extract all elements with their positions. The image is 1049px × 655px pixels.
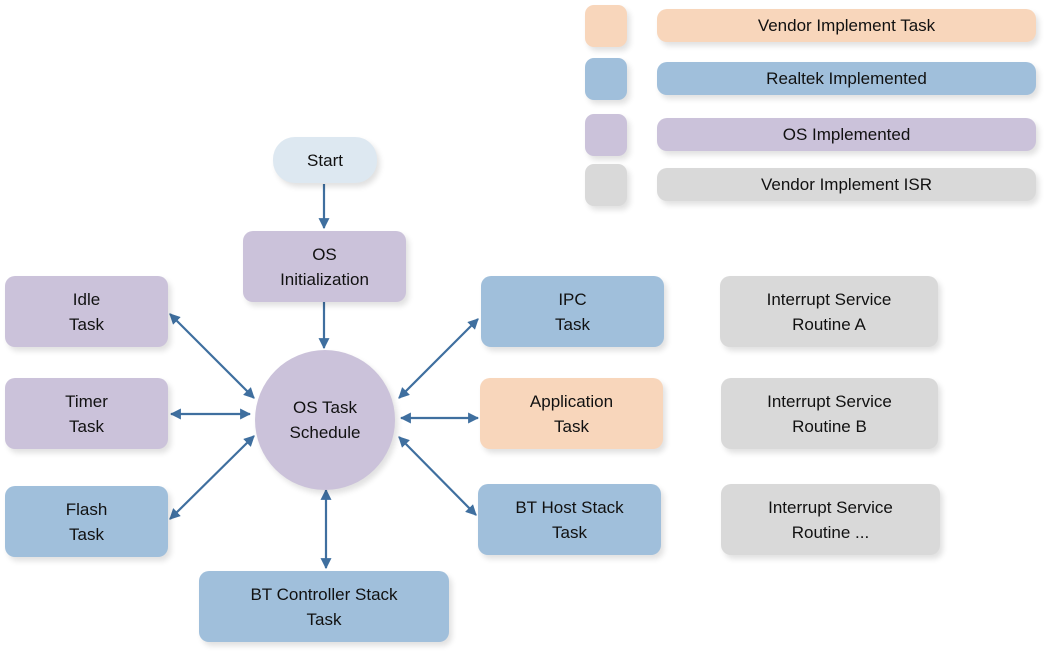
- node-start: Start: [273, 137, 377, 183]
- legend-label-os: OS Implemented: [657, 118, 1036, 151]
- legend-swatch-realtek: [585, 58, 627, 100]
- node-flash-task: Flash Task: [5, 486, 168, 557]
- node-isr-more: Interrupt Service Routine ...: [721, 484, 940, 555]
- node-timer-task: Timer Task: [5, 378, 168, 449]
- legend-label-realtek: Realtek Implemented: [657, 62, 1036, 95]
- legend-label-isr: Vendor Implement ISR: [657, 168, 1036, 201]
- node-bt-host-stack-task: BT Host Stack Task: [478, 484, 661, 555]
- node-ipc-task: IPC Task: [481, 276, 664, 347]
- node-os-initialization: OS Initialization: [243, 231, 406, 302]
- node-idle-task: Idle Task: [5, 276, 168, 347]
- node-bt-controller-stack-task: BT Controller Stack Task: [199, 571, 449, 642]
- legend-swatch-vendor-task: [585, 5, 627, 47]
- legend-swatch-isr: [585, 164, 627, 206]
- edge-scheduler-idle: [169, 313, 255, 399]
- edge-scheduler-flash: [169, 435, 255, 520]
- node-isr-b: Interrupt Service Routine B: [721, 378, 938, 449]
- node-isr-a: Interrupt Service Routine A: [720, 276, 938, 347]
- legend-label-vendor-task: Vendor Implement Task: [657, 9, 1036, 42]
- node-os-task-schedule: OS Task Schedule: [255, 350, 395, 490]
- edge-scheduler-ipc: [398, 318, 479, 399]
- edge-scheduler-bt-host: [398, 436, 477, 516]
- node-application-task: Application Task: [480, 378, 663, 449]
- legend-swatch-os: [585, 114, 627, 156]
